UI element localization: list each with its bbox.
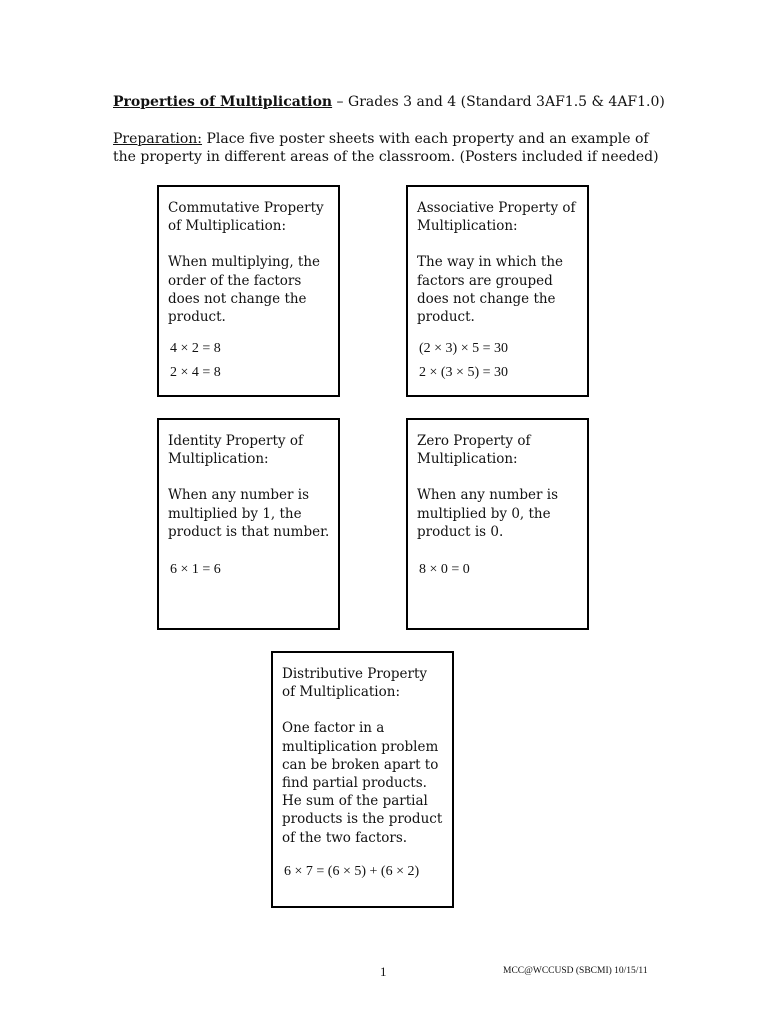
card-title: Identity Property of Multiplication: — [168, 433, 303, 468]
associative-property-card: Associative Property of Multiplication: … — [406, 185, 589, 397]
card-example: 6 × 1 = 6 — [170, 562, 221, 578]
card-description: The way in which the factors are grouped… — [417, 254, 564, 326]
card-example: 2 × (3 × 5) = 30 — [419, 365, 509, 381]
zero-property-card: Zero Property of Multiplication: When an… — [406, 418, 589, 630]
preparation-label: Preparation: — [113, 131, 203, 147]
card-title: Distributive Property of Multiplication: — [282, 666, 428, 701]
card-title: Associative Property of Multiplication: — [417, 200, 576, 235]
card-example: 4 × 2 = 8 — [170, 341, 221, 357]
preparation-text: Place five poster sheets with each prope… — [113, 131, 659, 165]
card-description: When any number is multiplied by 0, the … — [417, 487, 559, 540]
card-title: Commutative Property of Multiplication: — [168, 200, 324, 235]
distributive-property-card: Distributive Property of Multiplication:… — [271, 651, 454, 908]
card-description: One factor in a multiplication problem c… — [282, 720, 443, 846]
card-description: When multiplying, the order of the facto… — [168, 254, 321, 326]
card-title: Zero Property of Multiplication: — [417, 433, 531, 468]
page-number: 1 — [380, 964, 387, 979]
preparation-paragraph: Preparation: Place five poster sheets wi… — [113, 130, 673, 166]
document-title-line: Properties of Multiplication – Grades 3 … — [113, 94, 665, 110]
footer-document-id: MCC@WCCUSD (SBCMI) 10/15/11 — [503, 966, 648, 976]
card-example: (2 × 3) × 5 = 30 — [419, 341, 509, 357]
card-example: 2 × 4 = 8 — [170, 365, 221, 381]
card-description: When any number is multiplied by 1, the … — [168, 487, 330, 540]
card-example: 6 × 7 = (6 × 5) + (6 × 2) — [284, 863, 420, 879]
document-title: Properties of Multiplication — [113, 94, 333, 110]
document-subtitle: – Grades 3 and 4 (Standard 3AF1.5 & 4AF1… — [332, 94, 665, 110]
commutative-property-card: Commutative Property of Multiplication: … — [157, 185, 340, 397]
card-example: 8 × 0 = 0 — [419, 562, 470, 578]
identity-property-card: Identity Property of Multiplication: Whe… — [157, 418, 340, 630]
